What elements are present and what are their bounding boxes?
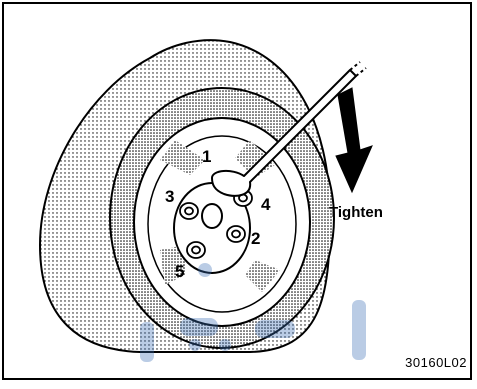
figure-code: 30160L02 (405, 355, 467, 370)
nut-label-5: 5 (175, 263, 184, 280)
nut-label-2: 2 (251, 230, 260, 247)
figure-border (2, 2, 472, 380)
nut-label-4: 4 (261, 196, 270, 213)
nut-label-3: 3 (165, 188, 174, 205)
nut-label-1: 1 (202, 148, 211, 165)
tighten-label: Tighten (329, 205, 383, 220)
